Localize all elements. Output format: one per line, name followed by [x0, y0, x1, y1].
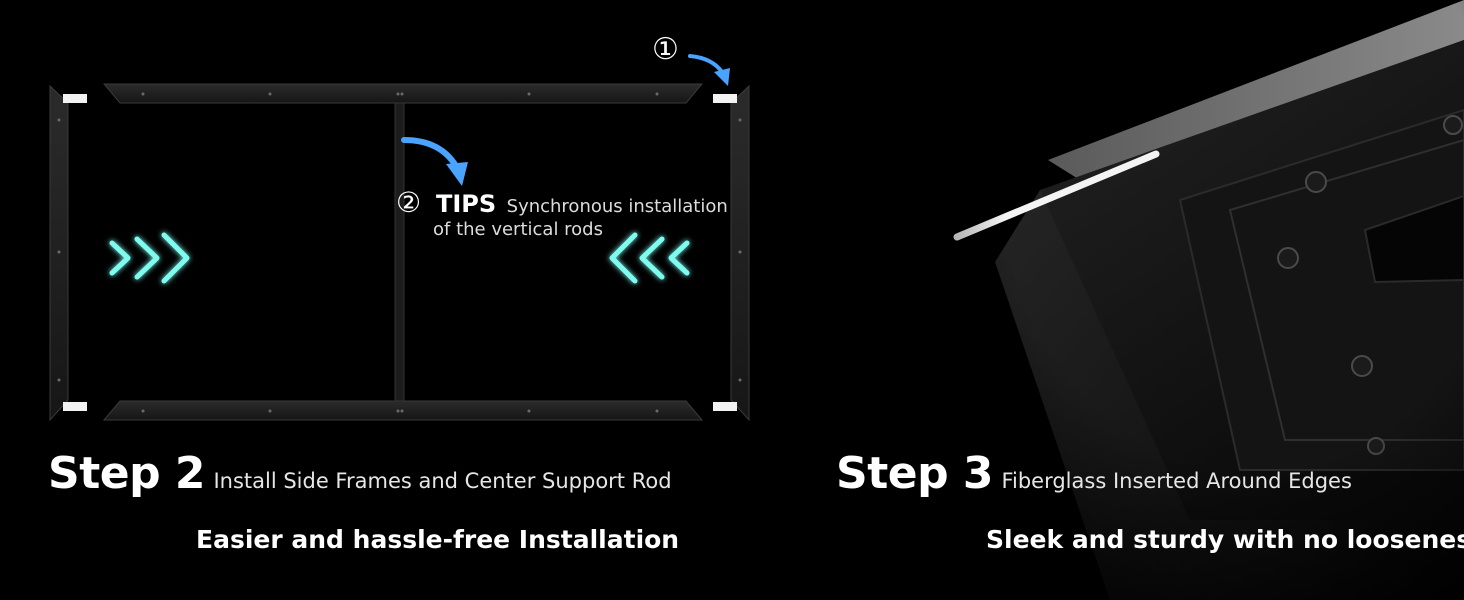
corner-bracket — [713, 94, 737, 103]
step-3-title: Fiberglass Inserted Around Edges — [1001, 469, 1352, 493]
frame-corner-render — [940, 0, 1464, 600]
corner-bracket — [63, 94, 87, 103]
marker-2: ② — [396, 186, 422, 219]
screen-frame-diagram — [49, 83, 750, 422]
tips-text-line1: Synchronous installation — [506, 196, 728, 217]
chevron-left-icon — [609, 232, 690, 284]
step-3-label: Step 3 — [836, 448, 994, 499]
corner-bracket — [63, 402, 87, 411]
chevron-right-icon — [109, 232, 190, 284]
tips-label: TIPS — [436, 190, 497, 218]
step-2-title: Install Side Frames and Center Support R… — [213, 469, 672, 493]
tips-text-line2: of the vertical rods — [433, 219, 603, 240]
center-support-rod — [394, 102, 405, 402]
step-2-label: Step 2 — [48, 448, 206, 499]
corner-bracket — [713, 402, 737, 411]
curved-arrow-icon — [401, 137, 468, 186]
step-3-heading: Step 3 Fiberglass Inserted Around Edges — [836, 448, 1352, 499]
step-3-subtitle: Sleek and sturdy with no looseness — [986, 525, 1464, 554]
tips-callout: TIPS Synchronous installation — [436, 190, 728, 218]
step-2-subtitle: Easier and hassle-free Installation — [196, 525, 680, 554]
marker-1: ① — [652, 32, 679, 67]
curved-arrow-icon — [688, 54, 730, 86]
step-2-heading: Step 2 Install Side Frames and Center Su… — [48, 448, 672, 499]
